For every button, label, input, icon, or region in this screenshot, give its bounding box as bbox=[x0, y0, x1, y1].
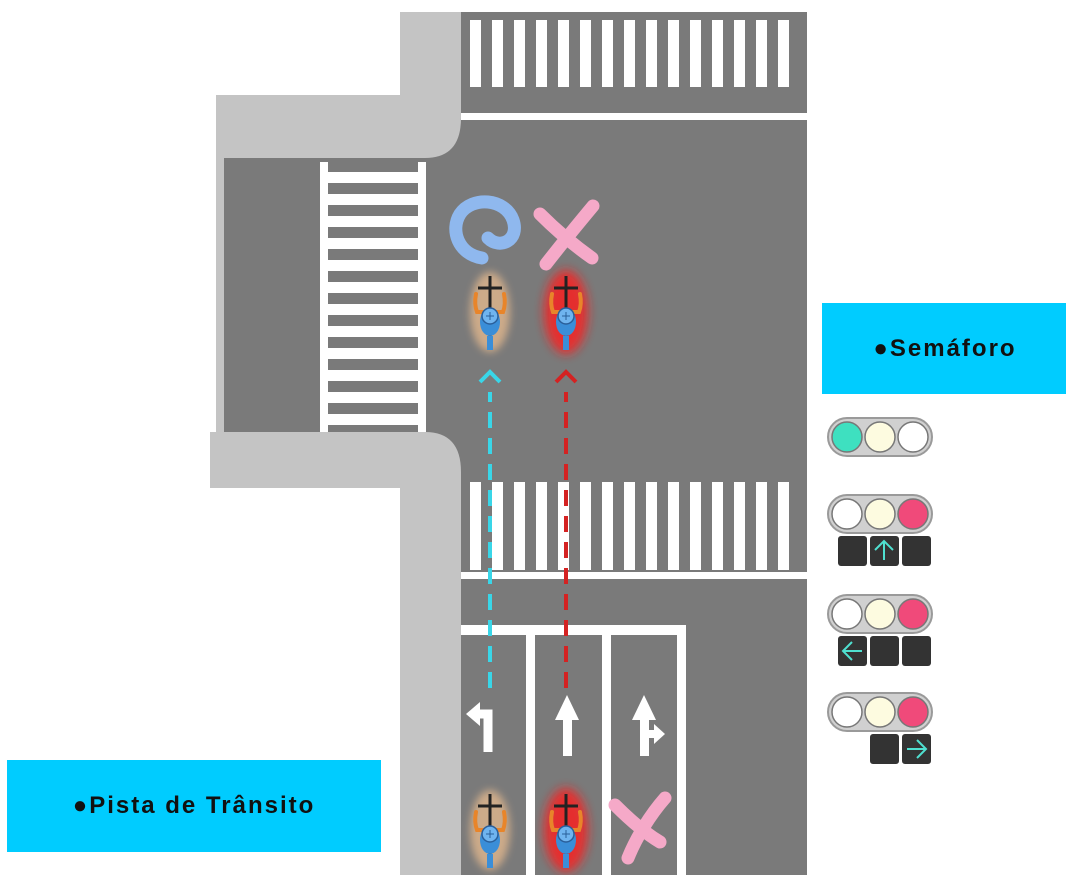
traffic-light-red-left-arrow bbox=[827, 594, 933, 666]
sidewalk bbox=[210, 12, 461, 875]
lane-straight-right-arrow bbox=[632, 695, 665, 756]
lane-straight-arrow bbox=[555, 695, 579, 756]
bicycle-rider-icon bbox=[544, 788, 588, 872]
lane-lines bbox=[461, 625, 686, 875]
bicycle-rider-icon bbox=[544, 270, 588, 354]
cross-ng-icon-lane bbox=[608, 791, 672, 865]
allowed-path bbox=[478, 369, 502, 688]
traffic-light-label: ●Semáforo bbox=[822, 303, 1066, 394]
traffic-light-red-straight-arrow bbox=[827, 494, 933, 566]
circle-ok-icon bbox=[449, 195, 521, 265]
forbidden-path bbox=[554, 369, 578, 688]
bicycle-rider-icon bbox=[470, 790, 510, 870]
bicycle-rider-icon bbox=[470, 272, 510, 352]
cross-ng-icon bbox=[533, 199, 600, 271]
traffic-light-green bbox=[827, 417, 933, 457]
bottom-crosswalk bbox=[461, 482, 807, 579]
lane-left-turn-arrow bbox=[466, 702, 493, 752]
traffic-lane-label: ●Pista de Trânsito bbox=[7, 760, 381, 852]
left-crosswalk bbox=[320, 162, 426, 432]
top-crosswalk bbox=[461, 20, 807, 120]
traffic-light-red-right-arrow bbox=[827, 692, 933, 764]
